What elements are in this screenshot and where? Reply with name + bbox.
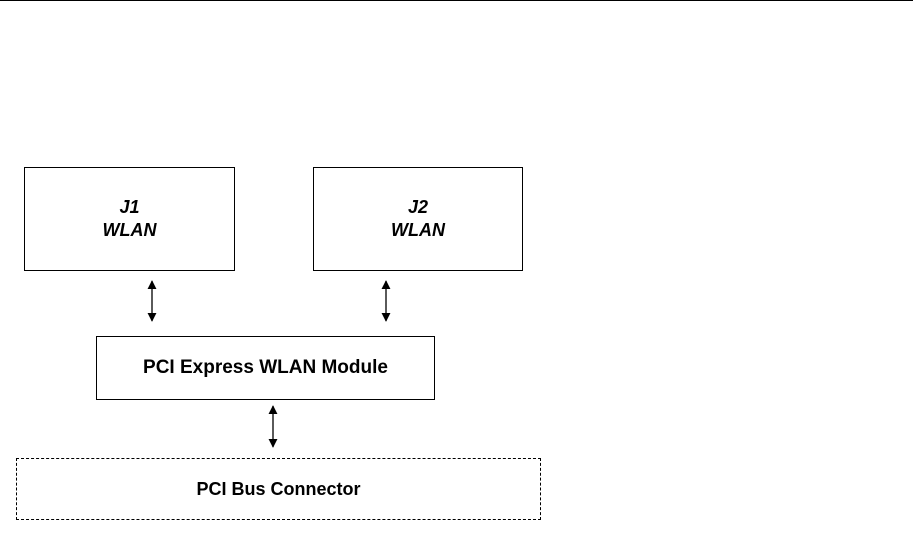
pci-bus-connector-box: PCI Bus Connector bbox=[16, 458, 541, 520]
j1-wlan-antenna-box: J1 WLAN bbox=[24, 167, 235, 271]
pci-express-wlan-module-box: PCI Express WLAN Module bbox=[96, 336, 435, 400]
j2-label: J2 bbox=[408, 196, 428, 219]
j1-wlan-label: WLAN bbox=[103, 219, 157, 242]
j1-label: J1 bbox=[119, 196, 139, 219]
j2-wlan-label: WLAN bbox=[391, 219, 445, 242]
top-divider bbox=[0, 0, 913, 1]
connector-label: PCI Bus Connector bbox=[196, 479, 360, 500]
j2-wlan-antenna-box: J2 WLAN bbox=[313, 167, 523, 271]
module-label: PCI Express WLAN Module bbox=[143, 357, 388, 379]
